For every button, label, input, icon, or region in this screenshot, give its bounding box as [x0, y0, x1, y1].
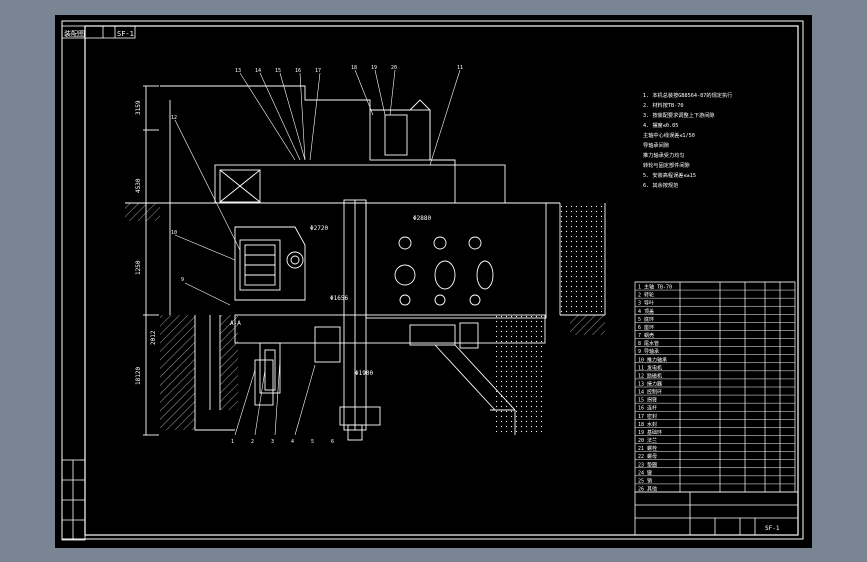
note-8: 转轮与固定部件间隙: [643, 161, 690, 169]
bom-row-text: 2 转轮: [638, 292, 654, 299]
svg-text:11: 11: [457, 65, 463, 71]
bom-row-text: 14 控制环: [638, 389, 662, 396]
bom-row-text: 19 基础环: [638, 429, 662, 436]
svg-text:14: 14: [255, 68, 261, 74]
note-7: 推力轴承受力均匀: [643, 151, 685, 159]
bom-row-text: 8 尾水管: [638, 340, 659, 347]
note-2: 2. 材料按TB-70: [643, 101, 684, 109]
svg-text:2: 2: [251, 439, 254, 445]
bom-row-text: 26 其他: [638, 486, 657, 493]
top-left-title: [61, 25, 136, 39]
svg-text:9: 9: [181, 277, 184, 283]
technical-notes: 1. 本机总装按GB8564-87的规定执行 2. 材料按TB-70 3. 按装…: [643, 91, 732, 189]
bom-row-text: 20 法兰: [638, 437, 657, 444]
dim-d3: Φ2880: [413, 215, 431, 222]
outer-frame: [61, 20, 804, 540]
bom-row-text: 3 导叶: [638, 300, 654, 307]
dim-v1: 4530: [135, 178, 142, 193]
drawing-viewport[interactable]: 装配图 SF-1: [55, 15, 812, 548]
bom-row-text: 9 导轴承: [638, 348, 659, 355]
section-label: A-A: [230, 320, 241, 327]
bom-row-text: 21 螺栓: [638, 445, 657, 452]
svg-text:19: 19: [371, 65, 377, 71]
svg-text:13: 13: [235, 68, 241, 74]
dim-v3: 18120: [135, 367, 142, 385]
bom-row-text: 4 顶盖: [638, 308, 654, 315]
bom-row-text: 13 接力器: [638, 381, 662, 388]
main-assembly: [125, 85, 606, 441]
svg-text:3: 3: [271, 439, 274, 445]
top-left-title-text: 装配图: [64, 29, 85, 38]
svg-text:10: 10: [171, 230, 177, 236]
bom-row-text: 11 发电机: [638, 364, 662, 371]
dim-v0: 3159: [135, 100, 142, 115]
note-6: 导轴承间隙: [643, 141, 669, 149]
svg-text:1: 1: [231, 439, 234, 445]
dim-d1: Φ1656: [330, 295, 348, 302]
bom-rows: 1 主轴 TB-702 转轮3 导叶4 顶盖5 底环6 座环7 蜗壳8 尾水管9…: [635, 281, 795, 493]
note-10: 6. 其余按规范: [643, 181, 678, 189]
left-side-strip: [61, 459, 86, 541]
bom-row-text: 10 推力轴承: [638, 356, 667, 363]
title-block: [634, 491, 799, 536]
leader-lines: [174, 69, 461, 436]
inner-frame: [84, 25, 799, 536]
concrete-hatching: [125, 203, 605, 435]
svg-text:17: 17: [315, 68, 321, 74]
bom-row-text: 5 底环: [638, 316, 654, 323]
title-block-code: SF-1: [765, 525, 780, 532]
dim-v4: 2012: [150, 330, 157, 345]
note-4: 4. 摆度≤0.05: [643, 121, 678, 129]
note-5: 主轴中心线误差≤1/50: [643, 131, 695, 139]
svg-text:5: 5: [311, 439, 314, 445]
note-1: 1. 本机总装按GB8564-87的规定执行: [643, 91, 732, 99]
bom-row-text: 7 蜗壳: [638, 332, 654, 339]
bom-row-text: 22 螺母: [638, 453, 657, 460]
dim-d2: Φ1900: [355, 370, 373, 377]
dim-v2: 1250: [135, 260, 142, 275]
bom-row-text: 15 拐臂: [638, 397, 657, 404]
svg-text:12: 12: [171, 115, 177, 121]
drawing-canvas: 装配图 SF-1: [61, 20, 804, 541]
bom-row-text: 12 励磁机: [638, 372, 662, 379]
svg-text:18: 18: [351, 65, 357, 71]
bom-row-text: 24 键: [638, 469, 652, 476]
svg-text:4: 4: [291, 439, 294, 445]
bom-row-text: 16 连杆: [638, 405, 657, 412]
bom-row-text: 1 主轴 TB-70: [638, 284, 672, 291]
svg-text:16: 16: [295, 68, 301, 74]
note-9: 5. 安装高程误差≤±15: [643, 171, 696, 179]
bom-row-text: 17 密封: [638, 413, 657, 420]
svg-text:6: 6: [331, 439, 334, 445]
bom-row-text: 6 座环: [638, 324, 654, 331]
top-left-code-text: SF-1: [117, 30, 134, 38]
svg-text:20: 20: [391, 65, 397, 71]
dimension-texts: 3159 4530 1250 18120 2012 Φ2720 Φ1656 Φ1…: [135, 100, 431, 385]
note-3: 3. 按装配要求调整上下游间隙: [643, 111, 715, 119]
bom-row-text: 23 垫圈: [638, 461, 657, 468]
svg-text:15: 15: [275, 68, 281, 74]
dim-d0: Φ2720: [310, 225, 328, 232]
bom-row-text: 25 销: [638, 477, 652, 484]
bom-row-text: 18 水封: [638, 421, 657, 428]
